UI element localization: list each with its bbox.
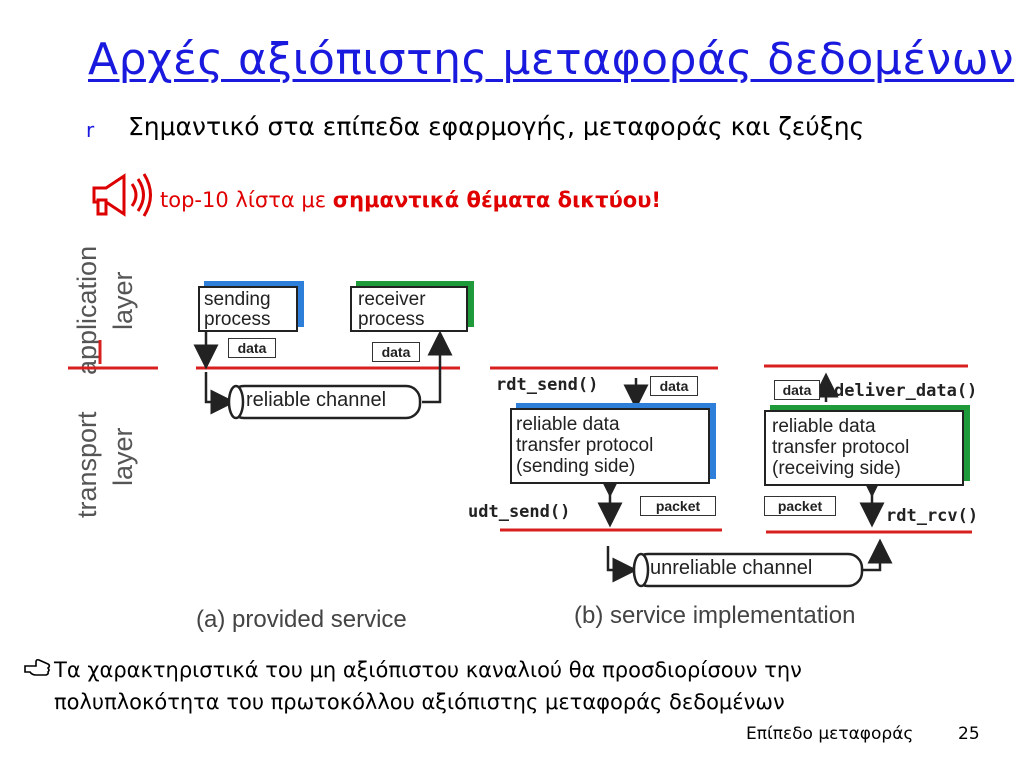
data-tag-recv-b: data — [774, 380, 820, 400]
page-number: 25 — [958, 724, 980, 744]
footer-chapter: Επίπεδο μεταφοράς — [746, 724, 914, 744]
sender-protocol-line2: transfer protocol — [516, 435, 654, 456]
caption-provided-service: (a) provided service — [196, 606, 407, 633]
bullet-marker: r — [86, 118, 95, 142]
receiver-process-box: receiver process — [350, 286, 468, 332]
reliable-channel-pipe — [227, 384, 422, 420]
data-tag-send-b: data — [650, 376, 698, 396]
unreliable-channel-pipe — [632, 552, 864, 588]
receiver-protocol-line1: reliable data — [772, 416, 876, 437]
sender-protocol-line1: reliable data — [516, 414, 620, 435]
data-tag-recv-a: data — [372, 342, 420, 362]
speaker-icon — [92, 173, 152, 217]
top10-prefix: top-10 λίστα με — [160, 188, 333, 212]
packet-tag-recv: packet — [764, 496, 836, 516]
bottom-bullet-text: Τα χαρακτηριστικά του μη αξιόπιστου κανα… — [54, 654, 802, 718]
data-tag-send-a: data — [228, 338, 276, 358]
deliver-data-label: deliver_data() — [834, 381, 978, 401]
reliable-channel-label: reliable channel — [246, 389, 387, 411]
sending-process-line2: process — [204, 309, 271, 330]
sending-process-line1: sending — [204, 289, 271, 310]
receiver-protocol-box: reliable data transfer protocol (receivi… — [764, 410, 964, 486]
sender-protocol-line3: (sending side) — [516, 456, 636, 477]
slide-title: Αρχές αξιόπιστης μεταφοράς δεδομένων — [88, 34, 1015, 85]
top10-note: top-10 λίστα με σημαντικά θέματα δικτύου… — [160, 188, 661, 212]
top10-bold: σημαντικά θέματα δικτύου! — [332, 188, 661, 212]
receiver-process-line1: receiver — [358, 289, 426, 310]
sending-process-box: sending process — [198, 286, 298, 332]
bottom-bullet-line1: Τα χαρακτηριστικά του μη αξιόπιστου κανα… — [54, 658, 802, 682]
rdt-rcv-label: rdt_rcv() — [886, 506, 979, 526]
unreliable-channel-label: unreliable channel — [650, 557, 813, 579]
packet-tag-send: packet — [640, 496, 716, 516]
receiver-process-line2: process — [358, 309, 425, 330]
receiver-protocol-line3: (receiving side) — [772, 458, 901, 479]
bullet-important-layers: Σημαντικό στα επίπεδα εφαρμογής, μεταφορ… — [128, 112, 865, 141]
rdt-send-label: rdt_send() — [496, 375, 599, 395]
sender-protocol-box: reliable data transfer protocol (sending… — [510, 408, 710, 484]
bottom-bullet-line2: πολυπλοκότητα του πρωτοκόλλου αξιόπιστης… — [54, 690, 785, 714]
caption-service-implementation: (b) service implementation — [574, 602, 856, 629]
pointing-hand-icon — [24, 658, 51, 676]
receiver-protocol-line2: transfer protocol — [772, 437, 910, 458]
udt-send-label: udt_send() — [468, 502, 571, 522]
